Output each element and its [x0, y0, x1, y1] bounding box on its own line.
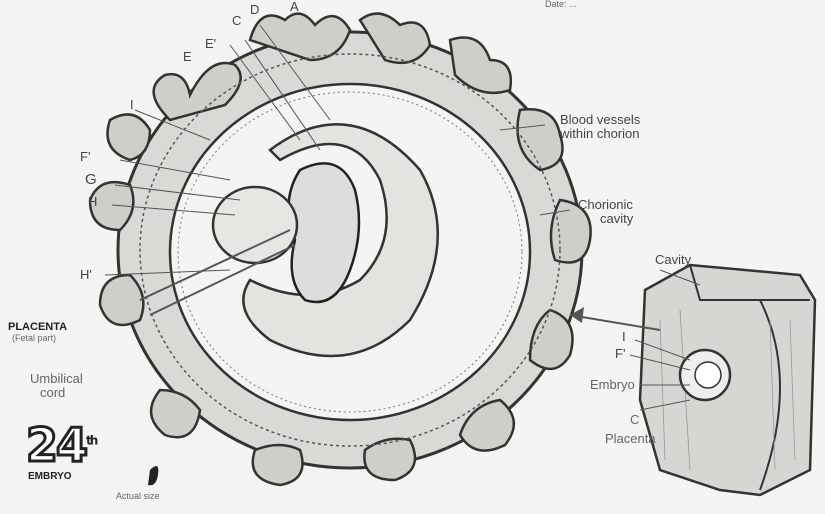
label-F-prime: F'	[80, 150, 90, 164]
label-C: C	[232, 14, 241, 28]
label-H-prime: H'	[80, 268, 92, 282]
label-chorionic-cavity-line1: Chorionic	[578, 198, 633, 212]
label-inset-C: C	[630, 413, 639, 427]
label-H: H	[88, 195, 97, 209]
label-umbilical-line2: cord	[30, 386, 83, 400]
label-placenta-title: PLACENTA	[8, 322, 67, 334]
label-inset-F: F'	[615, 347, 625, 361]
label-blood-vessels-line2: within chorion	[560, 127, 640, 141]
label-inset-I: I	[622, 330, 626, 344]
actual-size-label: Actual size	[116, 492, 160, 501]
label-placenta-sub: (Fetal part)	[8, 334, 67, 343]
label-D: D	[250, 3, 259, 17]
label-blood-vessels: Blood vessels within chorion	[560, 113, 640, 140]
label-umbilical-line1: Umbilical	[30, 372, 83, 386]
label-chorionic-cavity-line2: cavity	[578, 212, 633, 226]
uterus-inset	[640, 265, 815, 495]
label-I: I	[130, 98, 134, 112]
day-badge: 24th	[26, 418, 96, 472]
label-chorionic-cavity: Chorionic cavity	[578, 198, 633, 225]
day-number: 24	[26, 418, 86, 472]
label-E-prime: E'	[205, 37, 216, 51]
header-text: Date: ...	[545, 0, 577, 9]
label-embryo: Embryo	[590, 378, 635, 392]
label-inset-placenta: Placenta	[605, 432, 656, 446]
label-blood-vessels-line1: Blood vessels	[560, 113, 640, 127]
day-suffix: th	[86, 434, 96, 448]
label-G: G	[85, 172, 97, 188]
label-umbilical-cord: Umbilical cord	[30, 372, 83, 399]
label-placenta: PLACENTA (Fetal part)	[8, 322, 67, 343]
label-cavity: Cavity	[655, 253, 691, 267]
label-E: E	[183, 50, 192, 64]
label-A: A	[290, 0, 299, 14]
embryo-caption: EMBRYO	[28, 472, 72, 483]
